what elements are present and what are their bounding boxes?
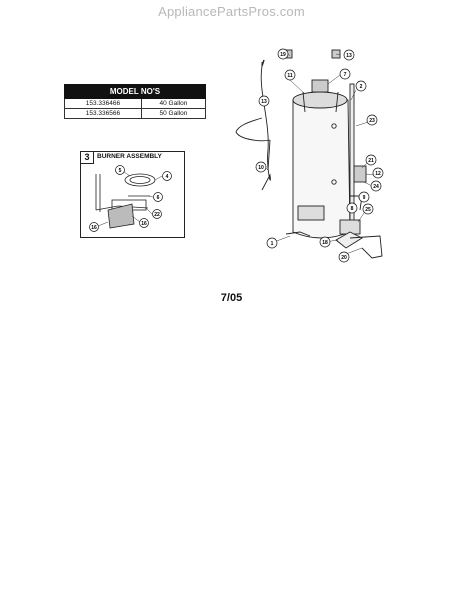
callout-number: 10 — [258, 165, 264, 171]
callout-bubble: 6 — [153, 192, 163, 202]
leader-line — [350, 89, 357, 101]
callout-bubble: 16 — [139, 218, 149, 228]
callout-bubble: 21 — [365, 154, 377, 166]
leader-line — [327, 74, 341, 85]
callout-bubble: 22 — [152, 209, 162, 219]
callout-bubble: 12 — [372, 167, 384, 179]
leader-line — [145, 207, 153, 215]
main-callouts: 19 13 11 7 2 13 23 21 12 24 9 8 25 1 10 … — [255, 48, 384, 263]
model-table: MODEL NO'S 153.336466 40 Gallon 153.3365… — [64, 84, 207, 119]
callout-number: 1 — [271, 241, 274, 247]
leader-line — [154, 175, 163, 181]
gas-control-valve — [353, 165, 367, 183]
pilot-tube-coil — [235, 117, 271, 142]
callout-number: 20 — [341, 255, 347, 261]
callout-number: 13 — [346, 53, 352, 59]
anode-rod — [335, 91, 339, 113]
burner-inner-ring — [129, 176, 151, 184]
date-code: 7/05 — [220, 292, 243, 304]
callout-bubble: 23 — [366, 114, 378, 126]
callout-bubble: 11 — [284, 69, 296, 81]
model-capacity: 50 Gallon — [140, 108, 207, 119]
model-table-header: MODEL NO'S — [64, 84, 206, 99]
lower-shield — [335, 231, 363, 249]
leader-line — [147, 195, 154, 198]
leader-line — [363, 181, 373, 187]
leader-line — [289, 79, 306, 95]
callout-number: 21 — [368, 158, 374, 164]
callout-number: 9 — [363, 195, 366, 201]
callout-number: 12 — [375, 171, 381, 177]
inset-number: 3 — [81, 152, 94, 164]
watermark: AppliancePartsPros.com — [158, 4, 305, 19]
callout-number: 25 — [365, 207, 371, 213]
base-pan — [285, 231, 311, 237]
callout-number: 16 — [91, 225, 97, 231]
dip-tube — [302, 91, 306, 113]
leader-line — [131, 215, 141, 223]
burner-door — [107, 203, 135, 229]
burner-assembly-inset: 3 BURNER ASSEMBLY — [80, 151, 185, 238]
table-row: 153.336566 50 Gallon — [64, 108, 207, 119]
callout-bubble: 13 — [343, 49, 355, 61]
callout-number: 5 — [119, 168, 122, 174]
callout-number: 16 — [141, 221, 147, 227]
callout-bubble: 19 — [277, 48, 289, 60]
callout-number: 2 — [360, 84, 363, 90]
callout-number: 22 — [154, 212, 160, 218]
callout-bubble: 8 — [346, 202, 358, 214]
flue-baffle — [311, 79, 329, 93]
callout-bubble: 20 — [338, 251, 350, 263]
leader-line — [97, 221, 109, 227]
callout-number: 18 — [322, 240, 328, 246]
wire-tip — [261, 59, 265, 67]
bracket-part — [349, 235, 383, 259]
callout-bubble: 13 — [258, 95, 270, 107]
callout-number: 8 — [351, 206, 354, 212]
callout-bubble: 24 — [370, 180, 382, 192]
leader-line — [345, 247, 363, 255]
callout-bubble: 16 — [89, 222, 99, 232]
supply-tube — [95, 205, 149, 211]
inset-title: BURNER ASSEMBLY — [97, 153, 162, 160]
leader-line — [355, 121, 369, 127]
callout-bubble: 9 — [358, 191, 370, 203]
callout-bubble: 7 — [339, 68, 351, 80]
callout-bubble: 10 — [255, 161, 267, 173]
leader-line — [365, 173, 375, 176]
callout-number: 19 — [280, 52, 286, 58]
tank-top — [292, 91, 348, 109]
callout-number: 7 — [344, 72, 347, 78]
callout-bubble: 1 — [266, 237, 278, 249]
callout-number: 24 — [373, 184, 379, 190]
outer-door — [297, 205, 325, 221]
drain-port — [331, 179, 337, 185]
callout-number: 6 — [157, 195, 160, 201]
callout-number: 11 — [287, 73, 293, 79]
burner-assembly-drawing — [95, 173, 156, 229]
relief-valve-port — [331, 123, 337, 129]
callout-bubble: 4 — [162, 171, 172, 181]
callout-bubble: 25 — [362, 203, 374, 215]
inset-callouts: 5 4 6 22 16 16 — [89, 165, 172, 232]
wire-lead — [267, 139, 271, 171]
callout-bubble: 2 — [355, 80, 367, 92]
callout-number: 23 — [369, 118, 375, 124]
water-heater-drawing — [283, 49, 383, 259]
leader-line — [335, 53, 341, 56]
leader-line — [123, 171, 131, 177]
callout-bubble: 18 — [319, 236, 331, 248]
callout-number: 4 — [166, 174, 169, 180]
callout-number: 13 — [261, 99, 267, 105]
callout-bubble: 5 — [115, 165, 125, 175]
